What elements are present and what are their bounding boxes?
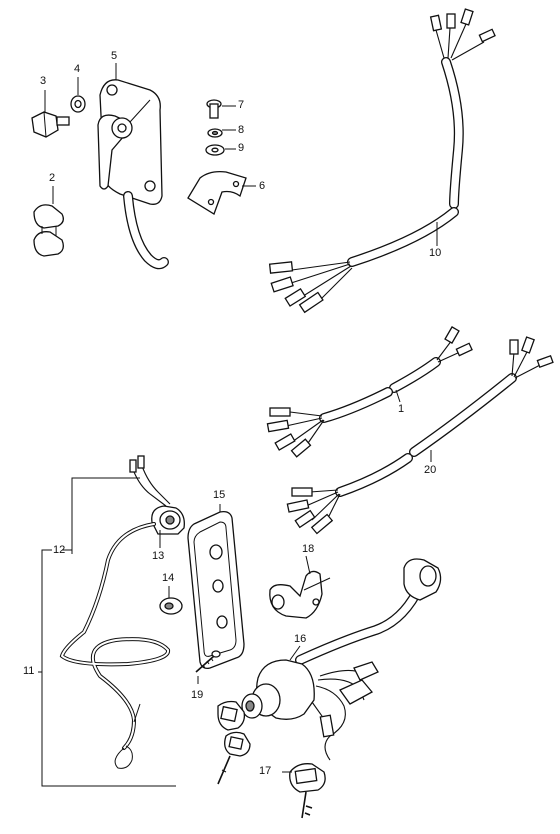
callout-6: 6 — [259, 180, 266, 192]
part-4-washer — [70, 95, 86, 113]
part-12-stop-switch-assy — [59, 455, 185, 769]
part-10-wire-harness — [268, 8, 496, 314]
leader-lines — [44, 63, 438, 773]
part-17-key — [289, 763, 326, 819]
callout-18: 18 — [302, 543, 315, 555]
part-9-washer — [205, 144, 225, 156]
callout-17: 17 — [259, 765, 272, 777]
callout-9: 9 — [238, 142, 245, 154]
callout-8: 8 — [238, 124, 245, 136]
part-6-bracket — [187, 170, 247, 215]
part-2-clip — [33, 204, 64, 257]
callout-13: 13 — [152, 550, 165, 562]
part-14-cap — [159, 597, 183, 615]
callout-5: 5 — [111, 50, 118, 62]
callout-16: 16 — [294, 633, 307, 645]
callout-20: 20 — [424, 464, 437, 476]
callout-3: 3 — [40, 75, 47, 87]
part-5-throttle-switch — [97, 79, 169, 270]
callout-11: 11 — [23, 665, 35, 677]
callout-7: 7 — [238, 99, 245, 111]
callout-4: 4 — [74, 63, 81, 75]
part-8-lock-washer — [207, 128, 223, 138]
part-20-cable — [286, 336, 554, 535]
part-7-bolt — [206, 99, 222, 119]
part-16-ignition-switch — [217, 558, 442, 785]
part-18-bracket — [269, 570, 331, 619]
callout-15: 15 — [213, 489, 226, 501]
callout-12: 12 — [53, 544, 66, 556]
part-15-panel-plate — [187, 510, 245, 670]
callout-2: 2 — [49, 172, 56, 184]
assembly-brackets — [38, 477, 176, 787]
part-19-screw — [195, 650, 221, 673]
callout-1: 1 — [398, 403, 405, 415]
callout-14: 14 — [162, 572, 175, 584]
callout-19: 19 — [191, 689, 204, 701]
part-1-cable — [266, 326, 473, 458]
part-3-bolt — [31, 111, 70, 138]
callout-10: 10 — [429, 247, 442, 259]
